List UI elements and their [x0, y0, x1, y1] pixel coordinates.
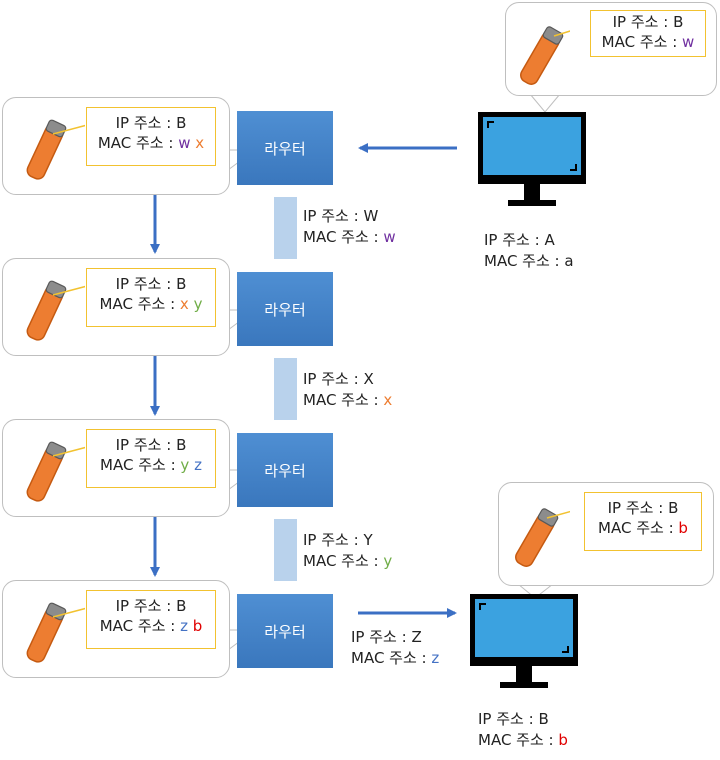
dest-pc-monitor-icon [469, 593, 579, 689]
tube-icon [24, 440, 85, 504]
link-4-label: IP 주소 : Z MAC 주소 : z [351, 628, 440, 667]
link-1-label: IP 주소 : W MAC 주소 : w [303, 207, 396, 246]
link-2-label: IP 주소 : X MAC 주소 : x [303, 370, 393, 409]
packet-3-address-tag: IP 주소 : B MAC 주소 : y z [86, 429, 216, 488]
source-pc-monitor-icon [477, 111, 587, 207]
tube-icon [24, 601, 85, 665]
link-pipe-3 [274, 519, 297, 581]
top-callout-address-tag: IP 주소 : B MAC 주소 : w [590, 10, 706, 57]
tube-icon [517, 25, 570, 88]
router-3: 라우터 [237, 433, 333, 507]
tube-icon [24, 118, 85, 182]
source-pc-label: IP 주소 : A MAC 주소 : a [484, 231, 574, 270]
link-pipe-1 [274, 197, 297, 259]
router-1: 라우터 [237, 111, 333, 185]
mac-w: w [682, 33, 695, 51]
router-2: 라우터 [237, 272, 333, 346]
link-pipe-2 [274, 358, 297, 420]
tube-icon [24, 279, 85, 343]
link-3-label: IP 주소 : Y MAC 주소 : y [303, 531, 393, 570]
dest-callout-address-tag: IP 주소 : B MAC 주소 : b [584, 492, 702, 551]
packet-1-address-tag: IP 주소 : B MAC 주소 : w x [86, 107, 216, 166]
router-4: 라우터 [237, 594, 333, 668]
dest-pc-label: IP 주소 : B MAC 주소 : b [478, 710, 568, 749]
packet-4-address-tag: IP 주소 : B MAC 주소 : z b [86, 590, 216, 649]
tube-icon [512, 507, 570, 570]
packet-2-address-tag: IP 주소 : B MAC 주소 : x y [86, 268, 216, 327]
